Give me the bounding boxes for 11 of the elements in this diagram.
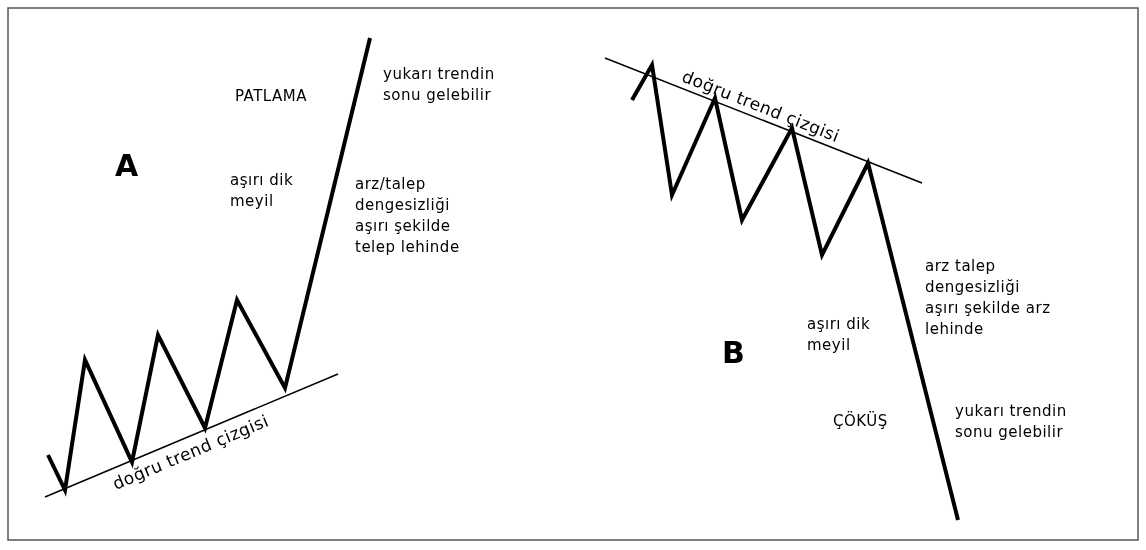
annotation: yukarı trendin sonu gelebilir	[383, 64, 496, 106]
trend-line-label: doğru trend çizgisi	[678, 65, 842, 147]
annotation: yukarı trendin sonu gelebilir	[955, 401, 1068, 443]
annotation: ÇÖKÜŞ	[833, 411, 889, 432]
panel-letter: A	[115, 150, 140, 182]
annotation: aşırı dik meyil	[807, 314, 872, 356]
annotation: arz/talep dengesizliği aşırı şekilde telep lehinde	[355, 174, 461, 258]
annotation: arz talep dengesizliği aşırı şekilde arz lehinde	[925, 256, 1052, 340]
annotation: aşırı dik meyil	[230, 170, 295, 212]
panel-letter: B	[722, 337, 747, 369]
annotation: PATLAMA	[235, 86, 308, 107]
